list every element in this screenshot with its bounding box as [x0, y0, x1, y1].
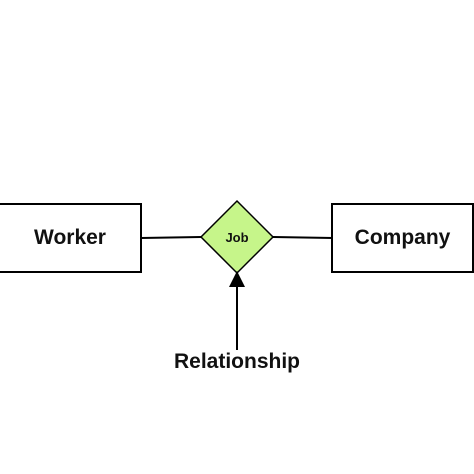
connector-job-company [272, 236, 334, 239]
entity-worker-label: Worker [34, 226, 106, 249]
relationship-label: Job [225, 230, 248, 245]
entity-worker[interactable]: Worker [0, 203, 142, 273]
entity-company-label: Company [354, 226, 451, 249]
connector-worker-job [140, 236, 202, 239]
relationship-annotation: Relationship [173, 350, 300, 373]
entity-company[interactable]: Company [331, 203, 474, 273]
